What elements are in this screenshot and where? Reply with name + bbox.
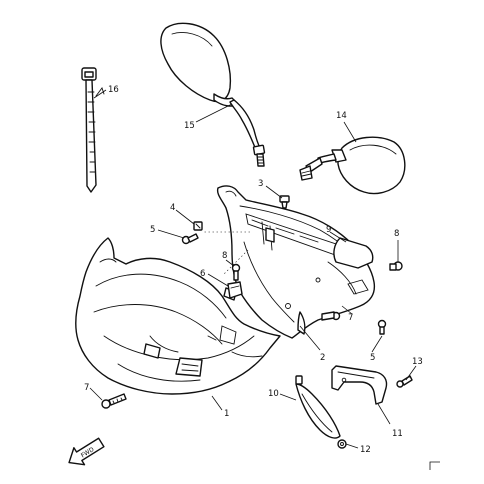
part-label-9: 9 [326,225,331,235]
bracket-part [331,365,388,405]
panel-plate-part [333,237,374,269]
part-label-7a: 7 [84,383,89,393]
screw-part-5b [377,319,387,335]
part-labels: 1 2 3 4 5 5 6 7 7 8 8 9 10 11 12 13 14 1… [84,85,423,455]
left-mirror-part [160,22,266,167]
part-label-8b: 8 [394,229,399,239]
nut-part-12 [337,439,347,449]
part-label-10: 10 [268,389,279,399]
part-label-14: 14 [336,111,347,121]
screw-part-8b [389,261,403,271]
clip-part-6 [227,281,243,299]
screw-part-7b [321,311,341,321]
part-label-4: 4 [170,203,175,213]
forward-arrow-icon: FWD [68,437,105,466]
part-label-11: 11 [392,429,403,439]
right-mirror-part [299,136,406,195]
part-label-12: 12 [360,445,371,455]
cable-tie-part [81,67,105,193]
part-label-13: 13 [412,357,423,367]
leader-lines [89,89,417,449]
screw-part-8a [231,263,241,281]
part-label-1: 1 [224,409,229,419]
visor-strip-part [295,375,341,439]
part-label-15: 15 [184,121,195,131]
part-label-16: 16 [108,85,119,95]
part-label-5a: 5 [150,225,155,235]
front-handlebar-cover-part [75,237,281,395]
nut-part-4 [193,221,203,231]
part-label-2: 2 [320,353,325,363]
screw-part-13 [396,375,413,388]
part-label-6: 6 [200,269,205,279]
screw-part-3 [279,195,290,209]
part-label-3: 3 [258,179,263,189]
corner-bracket-icon [429,461,440,470]
screw-part-5a [181,233,199,245]
part-label-7b: 7 [348,313,353,323]
part-label-8a: 8 [222,251,227,261]
part-label-5b: 5 [370,353,375,363]
screw-part-7a [101,393,127,409]
